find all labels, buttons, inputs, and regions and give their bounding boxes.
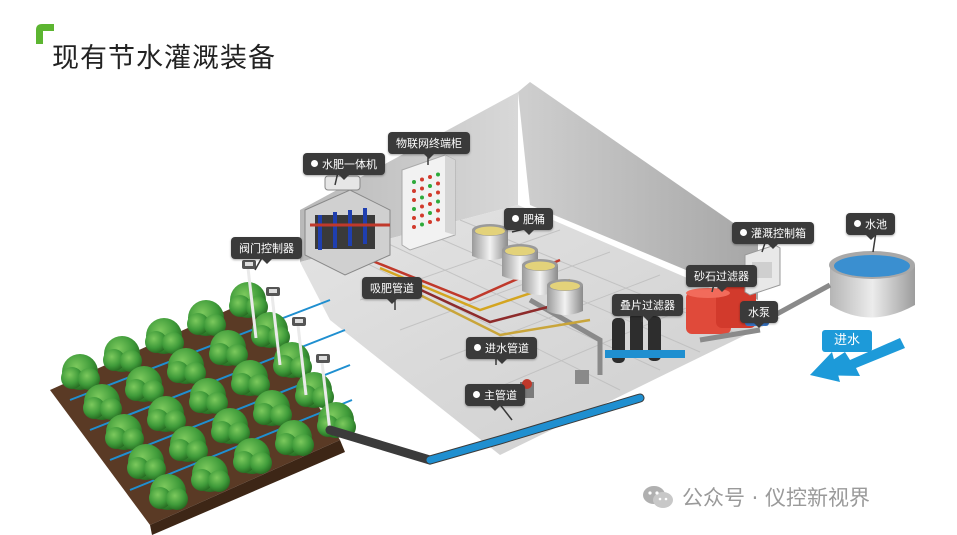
label-pump: 水泵 (740, 301, 778, 328)
label-disc-filter: 叠片过滤器 (612, 294, 683, 321)
valve-controller-pole (266, 287, 282, 366)
tree (149, 474, 188, 510)
label-iot-cabinet: 物联网终端柜 (388, 132, 470, 159)
tree (83, 384, 122, 420)
tree (209, 330, 248, 366)
label-suction-pipe: 吸肥管道 (362, 277, 422, 304)
tree (191, 456, 230, 492)
title-accent-icon (36, 24, 54, 44)
tree (275, 420, 314, 456)
indicator-light (436, 199, 440, 204)
water-pool (773, 251, 915, 318)
tree (229, 282, 268, 318)
indicator-light (412, 207, 416, 211)
tree (231, 360, 270, 396)
indicator-light (436, 172, 440, 177)
indicator-light (436, 190, 440, 195)
indicator-light (420, 186, 424, 191)
tree (253, 390, 292, 426)
tree (147, 396, 186, 432)
indicator-light (412, 216, 416, 220)
wechat-icon (643, 486, 673, 508)
label-inflow: 进水 (822, 330, 872, 352)
indicator-light (420, 177, 424, 182)
inflow-arrow (810, 338, 905, 382)
indicator-light (436, 208, 440, 213)
indicator-light (428, 220, 432, 224)
label-fertigation-machine: 水肥一体机 (303, 153, 385, 180)
indicator-light (428, 211, 432, 215)
valve-controller-poles (242, 260, 332, 433)
indicator-light (420, 213, 424, 218)
tree (187, 300, 226, 336)
tree (61, 354, 100, 390)
label-sand-filter: 砂石过滤器 (686, 265, 757, 292)
indicator-light (420, 222, 424, 227)
indicator-light (428, 175, 432, 179)
indicator-light (412, 189, 416, 193)
iot-cabinet (401, 154, 456, 251)
indicator-light (428, 193, 432, 197)
marker-icon (740, 229, 747, 236)
indicator-light (412, 198, 416, 202)
indicator-light (412, 180, 416, 184)
marker-icon (473, 391, 480, 398)
marker-icon (311, 160, 318, 167)
tree (145, 318, 184, 354)
tree (189, 378, 228, 414)
tree (233, 438, 272, 474)
label-pool: 水池 (846, 213, 895, 240)
indicator-light (420, 204, 424, 209)
page-title: 现有节水灌溉装备 (52, 43, 276, 74)
floor (300, 205, 780, 455)
tree (251, 312, 290, 348)
tree (105, 414, 144, 450)
label-valve-controller: 阀门控制器 (231, 237, 302, 264)
watermark-text: 公众号 · 仪控新视界 (682, 486, 871, 510)
marker-icon (512, 215, 519, 222)
fertilizer-bucket (472, 224, 508, 260)
valve-controller-pole (292, 317, 308, 396)
valve-controller-pole (242, 260, 258, 339)
tree (169, 426, 208, 462)
tree-grid (61, 282, 356, 510)
indicator-light (412, 225, 416, 229)
indicator-light (428, 202, 432, 206)
tree (211, 408, 250, 444)
fertilizer-buckets (472, 224, 583, 315)
tree (127, 444, 166, 480)
valve-controller-pole (316, 354, 332, 433)
fertilizer-bucket (547, 279, 583, 315)
tree (167, 348, 206, 384)
indicator-light (436, 217, 440, 222)
marker-icon (854, 220, 861, 227)
indicator-light (420, 195, 424, 200)
indicator-light (428, 184, 432, 188)
disc-filter (605, 312, 685, 363)
indicator-light (436, 181, 440, 186)
fertigation-machine (304, 175, 391, 276)
label-irrigation-control-box: 灌溉控制箱 (732, 222, 814, 249)
label-inlet-pipe: 进水管道 (466, 337, 537, 364)
inlet-pipe (528, 297, 603, 375)
back-wall-right (518, 82, 758, 300)
label-main-pipe: 主管道 (465, 384, 525, 411)
tree (125, 366, 164, 402)
tree (103, 336, 142, 372)
marker-icon (474, 344, 481, 351)
label-fertilizer-bucket: 肥桶 (504, 208, 553, 235)
